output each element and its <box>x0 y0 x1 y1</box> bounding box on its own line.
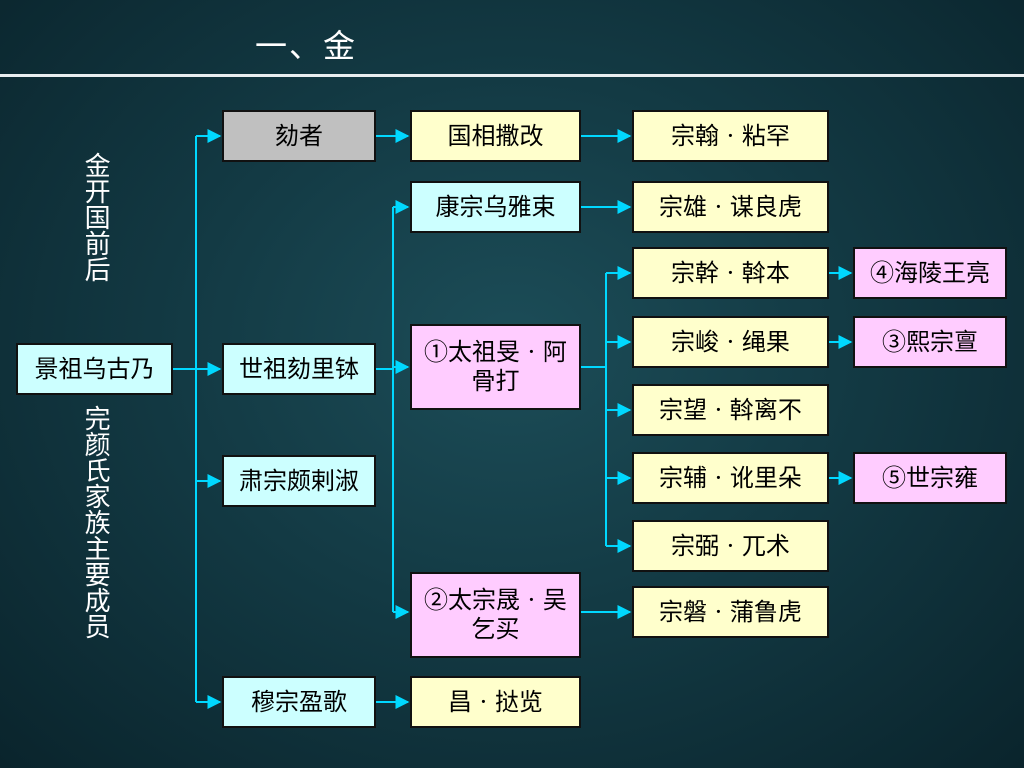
node-shizu: 世祖劾里钵 <box>222 343 376 395</box>
node-guoxiang: 国相撒改 <box>410 110 581 162</box>
node-zongbi: 宗弼 · 兀术 <box>632 520 829 572</box>
node-hailing: ④海陵王亮 <box>853 247 1007 299</box>
node-zongjun: 宗峻 · 绳果 <box>632 316 829 368</box>
node-zongwang: 宗望 · 斡离不 <box>632 384 829 436</box>
node-zonghan: 宗翰 · 粘罕 <box>632 110 829 162</box>
node-shizong: ⑤世宗雍 <box>853 452 1007 504</box>
node-taizu: ①太祖旻 · 阿骨打 <box>410 324 581 410</box>
node-zongpan: 宗磐 · 蒲鲁虎 <box>632 586 829 638</box>
node-kangzong: 康宗乌雅束 <box>410 181 581 233</box>
side-label-bottom: 完颜氏家族主要成员 <box>80 405 111 639</box>
node-taizong: ②太宗晟 · 吴乞买 <box>410 572 581 658</box>
node-zonggan: 宗幹 · 斡本 <box>632 247 829 299</box>
title-underline <box>0 74 1024 77</box>
side-label-top: 金开国前后 <box>80 152 111 282</box>
node-zongxiong: 宗雄 · 谋良虎 <box>632 181 829 233</box>
node-xizong: ③熙宗亶 <box>853 316 1007 368</box>
node-zongfu: 宗辅 · 讹里朵 <box>632 452 829 504</box>
node-suzong: 肃宗颇剌淑 <box>222 455 376 507</box>
node-hezhe: 劾者 <box>222 110 376 162</box>
slide-title: 一、金 <box>255 27 358 65</box>
node-chang: 昌 · 挞览 <box>410 676 581 728</box>
node-jingzu: 景祖乌古乃 <box>16 343 173 395</box>
node-muzong: 穆宗盈歌 <box>222 676 376 728</box>
